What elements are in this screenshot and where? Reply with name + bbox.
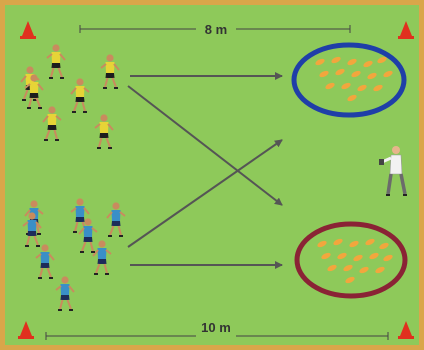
top-measurement	[79, 25, 351, 33]
yellow-team-player	[24, 74, 44, 109]
puck-marker	[377, 56, 387, 64]
cone-top-left	[20, 21, 36, 39]
red-target-zone	[294, 221, 408, 299]
cone-bottom-left	[18, 321, 34, 339]
puck-marker	[341, 82, 351, 90]
blue-team	[22, 198, 126, 311]
blue-team-player	[55, 276, 75, 311]
blue-team-player	[106, 202, 126, 237]
coach-figure	[379, 146, 407, 196]
bottom-measurement-label: 10 m	[201, 320, 231, 335]
puck-marker	[359, 266, 369, 274]
puck-marker	[383, 254, 393, 262]
bottom-measurement	[45, 332, 389, 340]
puck-marker	[363, 60, 373, 68]
yellow-team-player	[70, 78, 90, 113]
puck-marker	[343, 264, 353, 272]
cone-top-right	[398, 21, 414, 39]
puck-marker	[345, 276, 355, 284]
movement-arrows	[127, 72, 283, 269]
puck-marker	[347, 94, 357, 102]
puck-marker	[349, 240, 359, 248]
puck-marker	[347, 58, 357, 66]
puck-marker	[327, 264, 337, 272]
blue-team-player	[92, 240, 112, 275]
blue-team-player	[78, 218, 98, 253]
puck-marker	[369, 252, 379, 260]
puck-marker	[353, 254, 363, 262]
puck-marker	[335, 68, 345, 76]
blue-team-player	[22, 212, 42, 247]
puck-marker	[315, 58, 325, 66]
puck-marker	[367, 72, 377, 80]
arrow-blue-to-blue	[127, 139, 283, 248]
puck-marker	[379, 242, 389, 250]
puck-marker	[319, 70, 329, 78]
puck-marker	[373, 84, 383, 92]
puck-marker	[321, 252, 331, 260]
cone-bottom-right	[398, 321, 414, 339]
puck-marker	[317, 240, 327, 248]
yellow-team-player	[94, 114, 114, 149]
puck-marker	[383, 70, 393, 78]
arrow-yellow-to-red	[127, 85, 283, 206]
top-measurement-label: 8 m	[205, 22, 227, 37]
yellow-team-player	[46, 44, 66, 79]
yellow-team	[20, 44, 120, 149]
puck-marker	[365, 238, 375, 246]
puck-marker	[331, 56, 341, 64]
puck-marker	[337, 252, 347, 260]
yellow-team-player	[100, 54, 120, 89]
blue-target-zone	[291, 42, 407, 118]
blue-team-player	[35, 244, 55, 279]
blue-team-player	[70, 198, 90, 233]
puck-marker	[333, 238, 343, 246]
puck-marker	[351, 70, 361, 78]
yellow-team-player	[42, 106, 62, 141]
puck-marker	[325, 82, 335, 90]
red-zone-pucks	[317, 238, 393, 284]
puck-marker	[375, 266, 385, 274]
blue-zone-pucks	[315, 56, 393, 102]
puck-marker	[357, 84, 367, 92]
